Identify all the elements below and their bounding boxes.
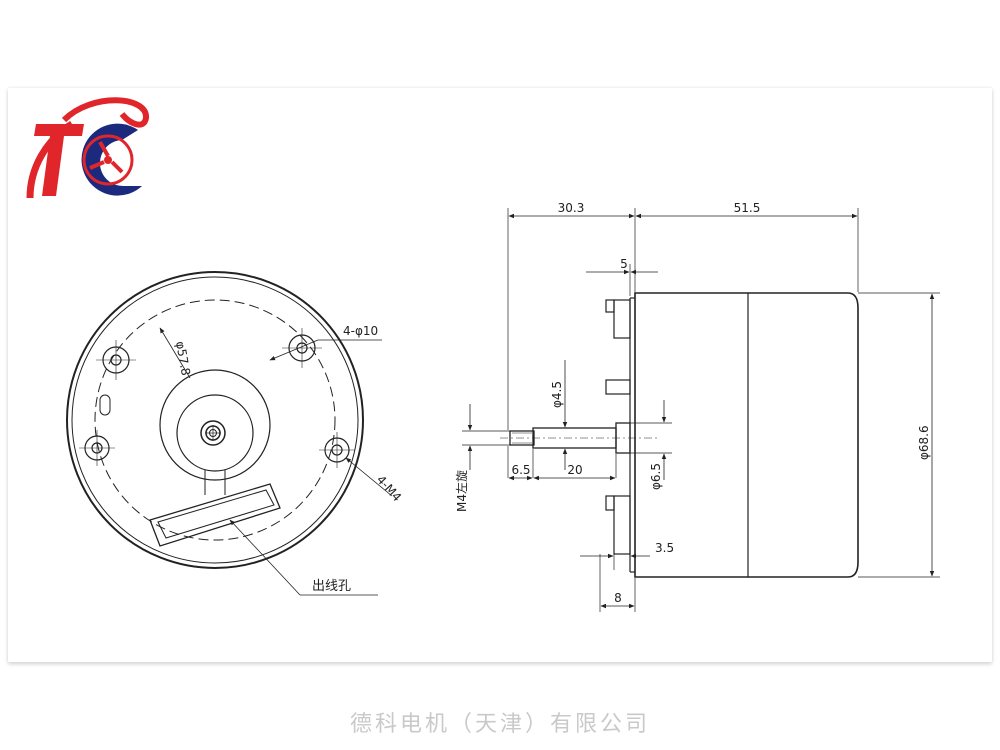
mount-hole: [282, 328, 322, 368]
wire-outlet-label: 出线孔: [312, 579, 351, 594]
dim-boss-diameter: φ6.5: [649, 463, 663, 490]
side-view: [462, 208, 940, 612]
mount-holes-label: 4-φ10: [343, 324, 378, 338]
dim-shaft-span: 20: [567, 463, 582, 477]
dim-flange: 3.5: [655, 541, 674, 555]
vent-slot: [99, 394, 111, 416]
screw-holes-label: 4-M4: [374, 473, 404, 505]
dim-body-diameter: φ68.6: [917, 425, 931, 460]
mount-hole: [79, 430, 115, 466]
company-watermark: 德科电机（天津）有限公司: [349, 712, 650, 737]
dim-flange-total: 8: [614, 591, 622, 605]
dim-boss: 5: [620, 257, 628, 271]
technical-drawing: 4-φ10 φ57.8 4-M4 出线孔: [16, 96, 940, 612]
drawing-frame: 4-φ10 φ57.8 4-M4 出线孔: [8, 88, 992, 662]
motor-body: [634, 292, 859, 578]
thread-note: M4左旋: [454, 470, 469, 512]
dim-thread-length: 6.5: [511, 463, 530, 477]
front-view: [66, 271, 393, 596]
mount-hole: [319, 432, 355, 468]
pitch-circle-label: φ57.8: [173, 340, 193, 377]
dim-shaft-length: 30.3: [558, 201, 585, 215]
dim-body-length: 51.5: [734, 201, 761, 215]
wire-outlet: [149, 483, 281, 547]
dim-shaft-diameter: φ4.5: [550, 381, 564, 408]
company-logo: [16, 96, 154, 208]
mount-hole: [96, 340, 136, 380]
